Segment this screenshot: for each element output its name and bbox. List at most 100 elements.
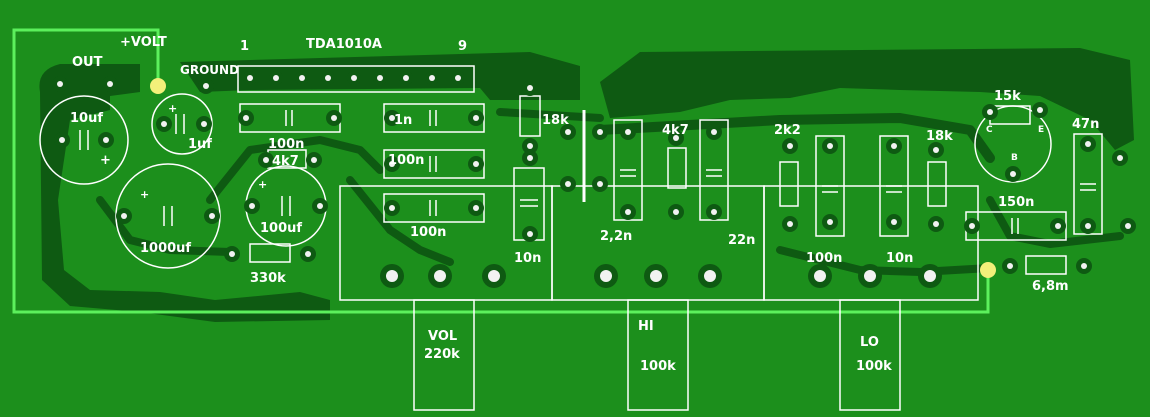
drill-hole [891,143,897,149]
drill-hole [1037,107,1043,113]
label-c-150n: 150n [998,195,1034,210]
drill-hole [389,205,395,211]
drill-hole [827,219,833,225]
ic-tda1010a-outline [237,65,475,93]
drill-hole [597,129,603,135]
drill-hole [711,209,717,215]
drill-hole [1117,155,1123,161]
pads-layer [52,71,1136,288]
drill-hole [263,157,269,163]
label-c-1n: 1n [394,113,412,128]
drill-hole [229,251,235,257]
drill-hole [625,129,631,135]
copper-layer [39,48,1134,322]
drill-hole [473,115,479,121]
label-r-15k: 15k [994,89,1021,104]
drill-hole [455,75,461,81]
drill-hole [249,203,255,209]
drill-hole [527,85,533,91]
label-chip: TDA1010A [306,37,382,52]
res-6-8m-outline [1025,255,1067,275]
drill-hole [107,81,113,87]
drill-hole [121,213,127,219]
label-plus-3: + [140,188,149,201]
drill-hole [1085,223,1091,229]
drill-hole [1125,223,1131,229]
drill-hole [891,219,897,225]
copper-trace-left-a [96,196,234,256]
label-c-47n: 47n [1072,117,1099,132]
label-plus-1: + [100,153,111,168]
drill-hole [305,251,311,257]
drill-hole [827,143,833,149]
label-pot-hi-name: HI [638,319,654,334]
drill-hole [273,75,279,81]
label-r-4k7-a: 4k7 [272,154,299,169]
label-c-22n: 22n [728,233,755,248]
pot-hi-shaft [627,299,689,411]
label-c-100n-d: 100n [806,251,842,266]
drill-hole [597,181,603,187]
drill-hole [527,231,533,237]
res-330k-outline [249,243,291,263]
copper-trace-center [346,176,454,266]
drill-hole [1081,263,1087,269]
copper-right-pour [600,48,1134,150]
silkscreen-labels: +VOLT OUT GROUND TDA1010A 1 9 10uf 1uf 1… [70,35,1099,374]
label-pot-vol-name: VOL [428,329,457,344]
drill-hole [787,143,793,149]
label-c-100uf: 100uf [260,221,302,236]
drill-hole [243,115,249,121]
label-pot-vol-value: 220k [424,347,460,362]
jumper-wire [12,28,990,314]
drill-hole [673,135,679,141]
label-r-2k2: 2k2 [774,123,801,138]
label-pin-b: B [1011,153,1018,163]
label-c-2-2n: 2,2n [600,229,632,244]
solder-joint-volt [150,78,166,94]
drill-hole [434,270,446,282]
drill-hole [933,221,939,227]
pot-vol-shaft [413,299,475,411]
res-18k-b-outline [927,161,947,207]
label-out: OUT [72,55,103,70]
drill-hole [673,209,679,215]
drill-hole [924,270,936,282]
drill-hole [377,75,383,81]
cap-10uf-outline [39,95,129,185]
drill-hole [203,83,209,89]
drill-hole [1055,223,1061,229]
label-volt: +VOLT [120,35,167,50]
label-c-100n-c: 100n [410,225,446,240]
label-c-10uf: 10uf [70,111,103,126]
drill-hole [351,75,357,81]
label-c-100n-a: 100n [268,137,304,152]
label-c-1uf: 1uf [188,137,212,152]
drill-hole [787,221,793,227]
drill-hole [864,270,876,282]
drill-hole [403,75,409,81]
drill-hole [299,75,305,81]
drill-hole [389,161,395,167]
copper-trace-left-b [206,136,384,204]
drill-hole [247,75,253,81]
drill-hole [389,115,395,121]
label-c-10n-b: 10n [886,251,913,266]
drill-hole [933,147,939,153]
res-4k7-b-outline [667,147,687,189]
label-plus-4: + [258,178,267,191]
drill-hole [473,161,479,167]
label-r-6-8m: 6,8m [1032,279,1069,294]
solder-joint-output [980,262,996,278]
copper-trace-mid [595,113,995,163]
label-r-330k: 330k [250,271,286,286]
drill-hole [317,203,323,209]
drill-hole [209,213,215,219]
label-r-18k-b: 18k [926,129,953,144]
drill-hole [331,115,337,121]
drill-hole [969,223,975,229]
label-r-4k7-b: 4k7 [662,123,689,138]
drill-hole [987,109,993,115]
drill-hole [386,270,398,282]
